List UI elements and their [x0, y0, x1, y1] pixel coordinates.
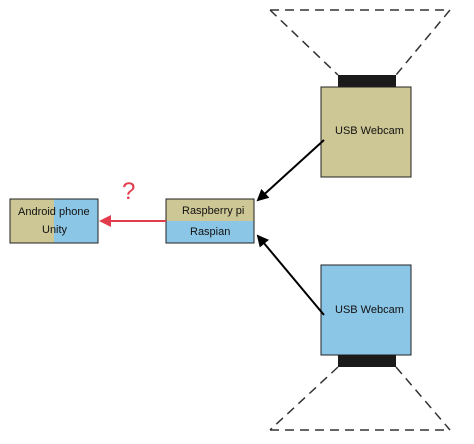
webcam-top-box: [320, 86, 412, 178]
webcam-bottom-box: [320, 264, 412, 356]
android-phone-box: [9, 198, 99, 244]
webcam-top-label: USB Webcam: [335, 125, 404, 137]
android-phone-subtitle: Unity: [42, 224, 68, 236]
android-phone-title: Android phone: [18, 206, 90, 218]
webcam-bottom-field-of-view: [269, 366, 451, 431]
arrow-webcam-bottom-to-pi: [256, 234, 325, 316]
connection-question-mark: ?: [122, 178, 136, 205]
webcam-top-lens-bar: [338, 75, 396, 87]
raspberry-pi-subtitle: Raspian: [190, 226, 231, 238]
arrow-webcam-top-to-pi: [256, 139, 325, 202]
raspberry-pi-title: Raspberry pi: [182, 205, 245, 217]
webcam-top-field-of-view: [269, 9, 451, 76]
webcam-bottom-lens-bar: [338, 355, 396, 367]
webcam-bottom-label: USB Webcam: [335, 304, 404, 316]
raspberry-pi-box: [165, 198, 255, 244]
